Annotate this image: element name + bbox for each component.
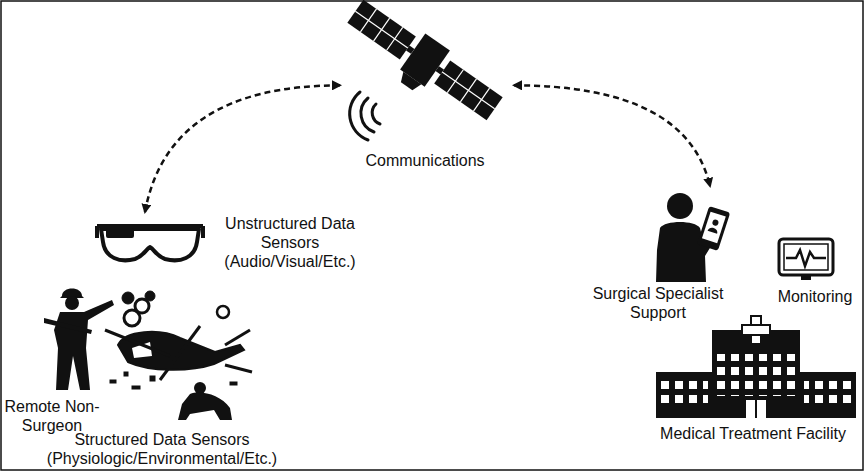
facility-label: Medical Treatment Facility: [644, 424, 862, 443]
dashed-link: [145, 85, 340, 212]
sensor-node: Unstructured Data Sensors (Audio/Visual/…: [95, 212, 375, 292]
smart-glasses-icon: [97, 226, 203, 260]
crash-scene-part: [110, 380, 116, 383]
crash-scene-part: [230, 382, 237, 385]
hospital-building-part: [755, 400, 757, 418]
specialist-node: Surgical Specialist Support: [588, 186, 732, 328]
crash-scene-part: [150, 376, 155, 381]
signal-waves: [350, 92, 380, 140]
crash-scene-part: [105, 330, 170, 356]
satellite-icon-part: [347, 0, 415, 59]
smart-glasses-icon-part: [101, 229, 199, 260]
dashed-link: [514, 85, 710, 186]
specialist-figure: [656, 193, 730, 282]
crash-scene-part: [225, 365, 252, 372]
monitor-icon: [779, 239, 833, 280]
satellite-icon-part: [434, 61, 502, 121]
hospital-building: [656, 316, 856, 418]
monitor-label: Monitoring: [768, 287, 862, 306]
crash-scene: [105, 291, 252, 420]
specialist-figure-part-part: [697, 206, 730, 251]
signal-waves-part: [361, 98, 374, 132]
satellite-icon-part: [355, 11, 407, 48]
hospital-building-part: [804, 376, 852, 404]
satellite-icon: [337, 0, 507, 135]
crash-scene-part: [225, 330, 250, 345]
satellite-icon-part: [398, 72, 422, 93]
crash-scene-part: [160, 326, 200, 380]
monitor-icon-part: [786, 250, 826, 266]
soldier-figure-part: [65, 296, 79, 310]
node-text: Surgical Specialist Support: [588, 284, 728, 322]
satellite-icon-part: [442, 72, 494, 109]
signal-waves-part: [372, 104, 380, 124]
crash-scene-part: [145, 291, 155, 301]
hospital-building-part: [752, 326, 760, 334]
sensor-label: Structured Data Sensors (Physiologic/Env…: [22, 430, 302, 468]
crash-scene-part: [217, 306, 229, 318]
signal-waves-part: [350, 92, 368, 140]
hospital-building-part: [716, 354, 796, 396]
crash-scene-part: [132, 386, 140, 389]
hospital-building-part: [742, 325, 770, 335]
crash-scene-part: [122, 292, 134, 304]
hospital-building-part: [800, 372, 856, 418]
hospital-building-part: [751, 316, 761, 344]
specialist-figure-part: [667, 193, 693, 219]
smart-glasses-icon-part: [97, 226, 203, 238]
monitor-icon-part: [801, 275, 811, 280]
soldier-figure-part: [44, 318, 92, 334]
role-label: Remote Non-Surgeon: [2, 397, 102, 435]
soldier-figure-part: [54, 300, 114, 390]
satellite-node: Communications: [340, 5, 514, 176]
crash-scene-part: [124, 372, 128, 376]
monitor-icon-part: [779, 239, 833, 275]
node-text: Communications: [340, 151, 510, 170]
specialist-figure-part-part: [702, 212, 726, 244]
specialist-figure-part-part: [708, 226, 719, 233]
crash-scene-part: [194, 382, 206, 394]
soldier-figure: [44, 289, 114, 391]
node-text: Unstructured Data Sensors (Audio/Visual/…: [209, 214, 371, 271]
crash-scene-part: [135, 299, 149, 313]
specialist-figure-part-part: [712, 219, 720, 227]
hospital-building-part: [746, 400, 766, 418]
hospital-building-part: [656, 372, 712, 418]
monitor-icon-part: [784, 244, 828, 270]
crash-scene-part: [178, 393, 232, 420]
specialist-figure-part: [697, 206, 730, 251]
smart-glasses-icon-part: [108, 230, 132, 236]
hospital-building-part: [660, 376, 708, 404]
